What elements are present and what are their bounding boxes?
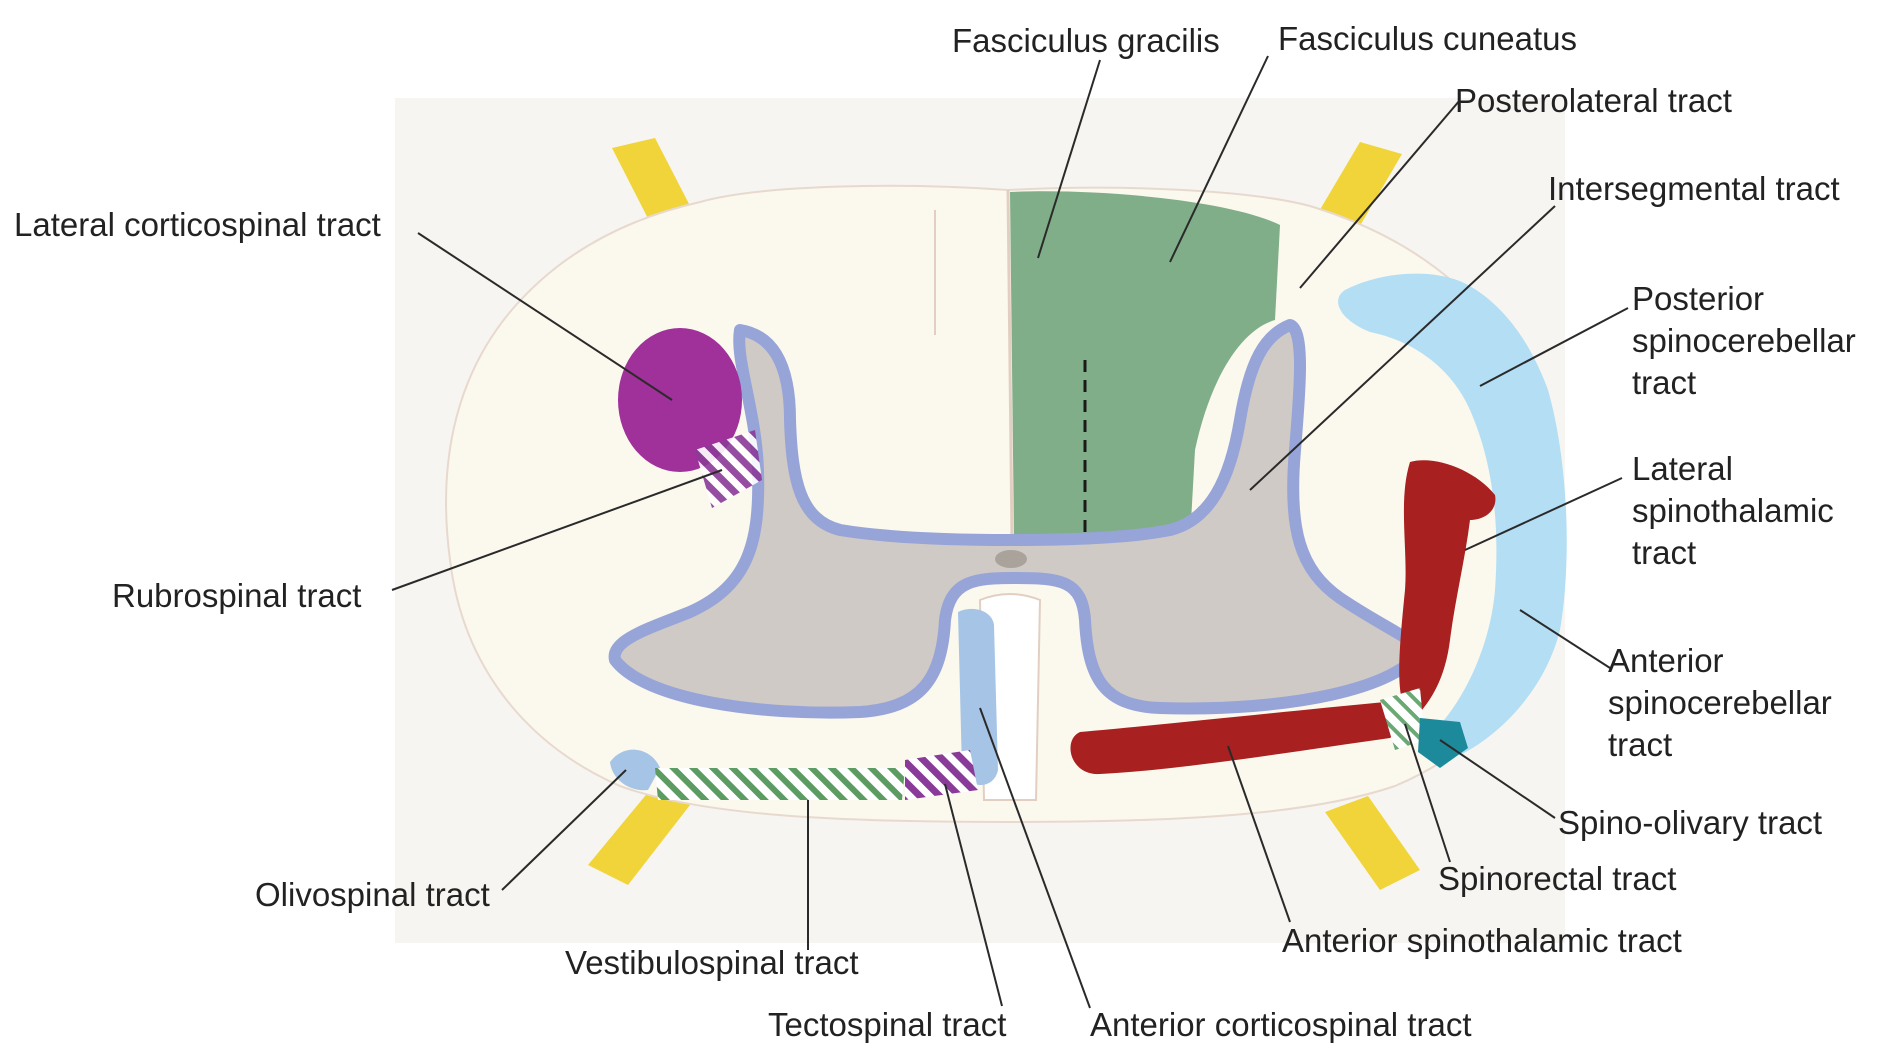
central-canal — [995, 550, 1027, 568]
label-anterior-spinothalamic-tract: Anterior spinothalamic tract — [1282, 920, 1682, 962]
label-intersegmental-tract: Intersegmental tract — [1548, 168, 1840, 210]
vestibulospinal-area — [655, 768, 905, 800]
label-tectospinal-tract: Tectospinal tract — [768, 1004, 1006, 1046]
label-spinorectal-tract: Spinorectal tract — [1438, 858, 1676, 900]
label-fasciculus-gracilis: Fasciculus gracilis — [952, 20, 1220, 62]
label-anterior-corticospinal-tract: Anterior corticospinal tract — [1090, 1004, 1471, 1046]
label-olivospinal-tract: Olivospinal tract — [255, 874, 490, 916]
label-lateral-spinothalamic-tract: Lateral spinothalamic tract — [1632, 448, 1834, 574]
label-fasciculus-cuneatus: Fasciculus cuneatus — [1278, 18, 1577, 60]
label-rubrospinal-tract: Rubrospinal tract — [112, 575, 361, 617]
label-posterior-spinocerebellar-tract: Posterior spinocerebellar tract — [1632, 278, 1856, 404]
label-spino-olivary-tract: Spino-olivary tract — [1558, 802, 1822, 844]
label-lateral-corticospinal-tract: Lateral corticospinal tract — [14, 204, 381, 246]
label-anterior-spinocerebellar-tract: Anterior spinocerebellar tract — [1608, 640, 1832, 766]
label-posterolateral-tract: Posterolateral tract — [1455, 80, 1732, 122]
label-vestibulospinal-tract: Vestibulospinal tract — [565, 942, 859, 984]
